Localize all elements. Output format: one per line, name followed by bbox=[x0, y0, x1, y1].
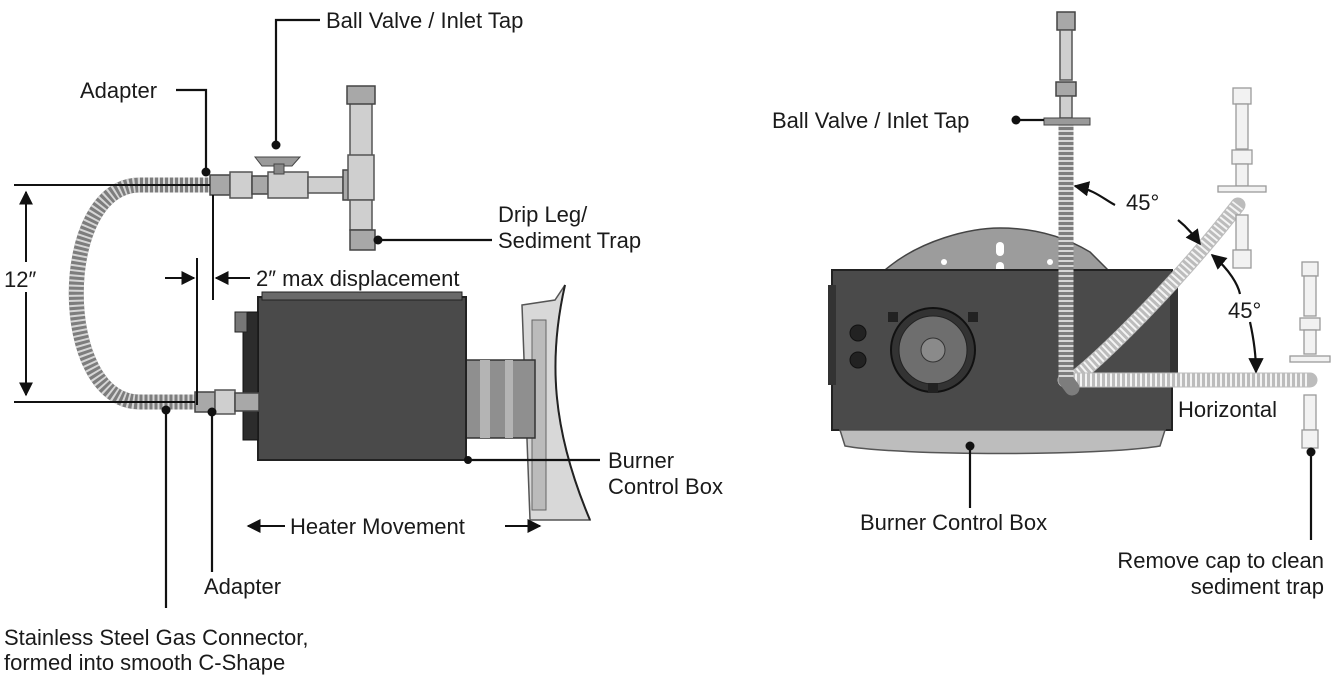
left-adapter-bottom-label: Adapter bbox=[204, 574, 281, 599]
remove-cap-label-1: Remove cap to clean bbox=[1117, 548, 1324, 573]
height-label: 12″ bbox=[4, 267, 36, 292]
displacement-dimension bbox=[165, 195, 250, 405]
height-dimension bbox=[2, 184, 210, 403]
left-ball-valve-label: Ball Valve / Inlet Tap bbox=[326, 8, 523, 33]
drip-leg-label-2: Sediment Trap bbox=[498, 228, 641, 253]
front-view-diagram: Ball Valve / Inlet Tap 45° 45° Horizonta… bbox=[772, 11, 1331, 599]
side-view-diagram: 12″ 2″ max displacement Ball Valve / Inl… bbox=[2, 8, 723, 675]
burner-control-box-front bbox=[828, 269, 1178, 455]
heater-flange bbox=[521, 284, 592, 521]
left-burner-label-2: Control Box bbox=[608, 474, 723, 499]
alternate-positions bbox=[1057, 87, 1331, 449]
heater-movement-label: Heater Movement bbox=[290, 514, 465, 539]
connector-label-2: formed into smooth C-Shape bbox=[4, 650, 285, 675]
right-ball-valve-label: Ball Valve / Inlet Tap bbox=[772, 108, 969, 133]
horizontal-label: Horizontal bbox=[1178, 397, 1277, 422]
stainless-gas-connector bbox=[68, 177, 218, 410]
angle-lower-label: 45° bbox=[1228, 298, 1261, 323]
drip-leg-label-1: Drip Leg/ bbox=[498, 202, 588, 227]
left-burner-label-1: Burner bbox=[608, 448, 674, 473]
connector-label-1: Stainless Steel Gas Connector, bbox=[4, 625, 309, 650]
burner-control-box-side bbox=[234, 291, 472, 464]
right-burner-label: Burner Control Box bbox=[860, 510, 1047, 535]
rear-plate bbox=[882, 227, 1110, 276]
bottom-fitting-assembly bbox=[194, 389, 260, 415]
top-fitting-assembly bbox=[209, 85, 376, 251]
remove-cap-label-2: sediment trap bbox=[1191, 574, 1324, 599]
left-adapter-top-label: Adapter bbox=[80, 78, 157, 103]
blower-motor bbox=[464, 359, 536, 439]
displacement-label: 2″ max displacement bbox=[256, 266, 459, 291]
angle-upper-label: 45° bbox=[1126, 190, 1159, 215]
vertical-gas-connector bbox=[1043, 11, 1091, 396]
